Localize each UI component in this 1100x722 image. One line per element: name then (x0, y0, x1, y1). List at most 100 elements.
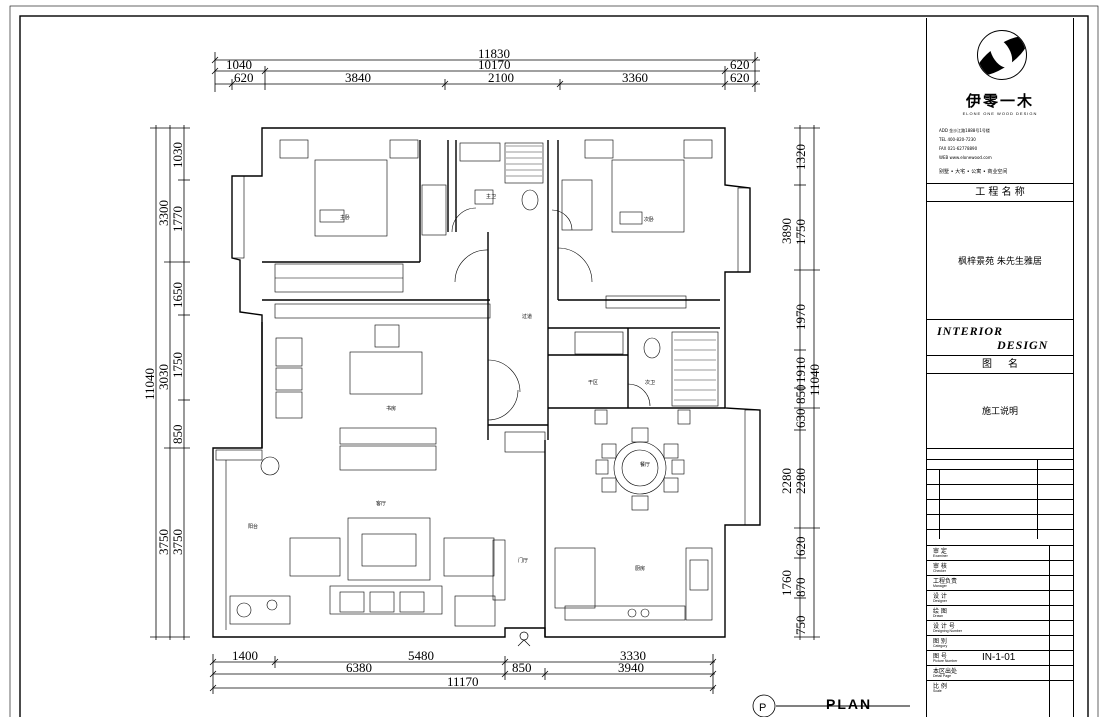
dim-top-left: 1040 (226, 57, 252, 72)
sign-row-cn: 比 例 (933, 683, 947, 690)
dim-right-l: 11040 (807, 364, 822, 396)
dim-left-h: 3030 (156, 364, 171, 390)
sign-row-en: Drawn (933, 614, 944, 618)
brand-name-cn: 伊零一木 (965, 92, 1034, 110)
project-name-row: 枫梓景苑 朱先生雅居 (927, 201, 1073, 319)
dim-bot-f: 3940 (618, 660, 644, 675)
sign-row-cn: 审 核 (933, 563, 947, 570)
dim-top-e: 620 (730, 70, 750, 85)
brand-tagline: 别墅 • 大宅 • 公寓 • 商业空间 (939, 169, 1008, 175)
dim-left-a: 1030 (170, 142, 185, 168)
sign-row-cn: 本区出处 (933, 668, 958, 675)
sign-row: 绘 图 Drawn (927, 605, 1073, 620)
sign-row-cn: 图 别 (933, 638, 947, 645)
drawing-name-row: 施工说明 (927, 373, 1073, 448)
project-header-row: 工 程 名 称 (927, 183, 1073, 201)
walls (212, 127, 761, 638)
dim-left-d: 1750 (170, 352, 185, 378)
sheet-outer-frame (9, 5, 1099, 722)
dim-right-b: 1750 (793, 219, 808, 245)
logo-area: 伊零一木 ELONE ONE WOOD DESIGN ADD 金沙江路1888号… (927, 18, 1073, 183)
sign-row-en: Checker (933, 569, 947, 573)
dim-left-b: 1770 (170, 206, 185, 232)
dim-left-f: 3750 (170, 529, 185, 555)
dim-top-d: 3360 (622, 70, 648, 85)
sign-row: 审 定 Examiner (927, 545, 1073, 560)
plan-title: PLAN (826, 696, 872, 712)
sign-row-cn: 图 号 (933, 653, 947, 660)
dim-right-g: 2280 (793, 468, 808, 494)
sign-row: 工程负责 Manager (927, 575, 1073, 590)
contact-web: WEB www.elonewood.com (939, 155, 992, 160)
interior-design-row: INTERIOR DESIGN (927, 319, 1073, 355)
right-dimension-lines (794, 125, 820, 640)
dim-right-c: 1970 (793, 304, 808, 330)
dim-right-d: 1910 (793, 357, 808, 383)
label-living: 客厅 (376, 500, 386, 507)
drawing-header: 图 名 (982, 359, 1018, 370)
dim-right-k: 3890 (779, 218, 794, 244)
contact-address: ADD 金沙江路1888号1号楼 (939, 128, 990, 133)
sign-row: 比 例 Scale (927, 680, 1073, 695)
dim-top-right: 620 (730, 57, 750, 72)
dim-left-g: 3300 (156, 200, 171, 226)
sign-row-picture-number: 图 号 Picture Number IN-1-01 (927, 650, 1073, 665)
sign-row-en: Detail Page (933, 674, 952, 678)
dim-top-c: 2100 (488, 70, 514, 85)
dim-right-j: 750 (793, 616, 808, 636)
picture-number: IN-1-01 (982, 652, 1016, 663)
sign-row-en: Designer (933, 599, 948, 603)
label-dining: 餐厅 (640, 461, 650, 468)
tile-hatch (506, 145, 716, 401)
title-block: 伊零一木 ELONE ONE WOOD DESIGN ADD 金沙江路1888号… (926, 18, 1074, 717)
furniture (229, 139, 719, 627)
drawing-name: 施工说明 (981, 407, 1018, 417)
dim-right-a: 1320 (793, 144, 808, 170)
dim-bot-e: 850 (512, 660, 532, 675)
dim-top-b: 3840 (345, 70, 371, 85)
sign-row-en: Scale (933, 689, 942, 693)
dim-right-e: 850 (793, 385, 808, 405)
signature-rows: 审 定 Examiner 审 核 Checker 工程负责 Manager 设 … (927, 545, 1073, 695)
dim-right-i: 870 (793, 578, 808, 598)
brand-logo-icon (977, 30, 1027, 80)
entry-figure (517, 631, 531, 647)
dim-bot-overall: 11170 (447, 674, 479, 689)
dim-right-f: 630 (793, 409, 808, 429)
sign-row-cn: 设 计 号 (933, 623, 955, 630)
dim-left-overall: 11040 (142, 368, 157, 400)
sign-row: 图 别 Category (927, 635, 1073, 650)
dim-bot-a: 1400 (232, 648, 258, 663)
sign-row-en: Manager (933, 584, 947, 588)
dim-right-m: 2280 (779, 468, 794, 494)
dim-right-h: 620 (793, 537, 808, 557)
sign-column-divider (1049, 545, 1050, 717)
label-bath2: 次卫 (645, 379, 655, 386)
sign-row-cn: 绘 图 (933, 608, 947, 615)
left-dimension-lines (150, 125, 190, 640)
brand-name-en: ELONE ONE WOOD DESIGN (962, 111, 1038, 116)
sign-row: 设 计 号 Designing Number (927, 620, 1073, 635)
sign-row-cn: 审 定 (933, 548, 947, 555)
contact-tel: TEL 400-820-7230 (939, 137, 976, 142)
dim-left-e: 850 (170, 425, 185, 445)
sign-row: 设 计 Designer (927, 590, 1073, 605)
label-kitchen: 厨房 (635, 565, 645, 572)
dim-bot-d: 6380 (346, 660, 372, 675)
drawing-header-row: 图 名 (927, 355, 1073, 373)
dim-right-n: 1760 (779, 570, 794, 596)
interior-label: INTERIOR (937, 324, 1004, 338)
sign-row: 本区出处 Detail Page (927, 665, 1073, 680)
label-hall: 过道 (522, 313, 532, 320)
sign-row: 审 核 Checker (927, 560, 1073, 575)
label-balcony: 阳台 (248, 523, 258, 530)
sign-row-en: Designing Number (933, 629, 962, 633)
dim-bot-c: 3330 (620, 648, 646, 663)
dim-bot-b: 5480 (408, 648, 434, 663)
dim-top-mid: 10170 (478, 57, 511, 72)
project-header: 工 程 名 称 (975, 187, 1025, 198)
top-dimension-lines (211, 52, 760, 92)
sign-row-en: Category (933, 644, 948, 648)
